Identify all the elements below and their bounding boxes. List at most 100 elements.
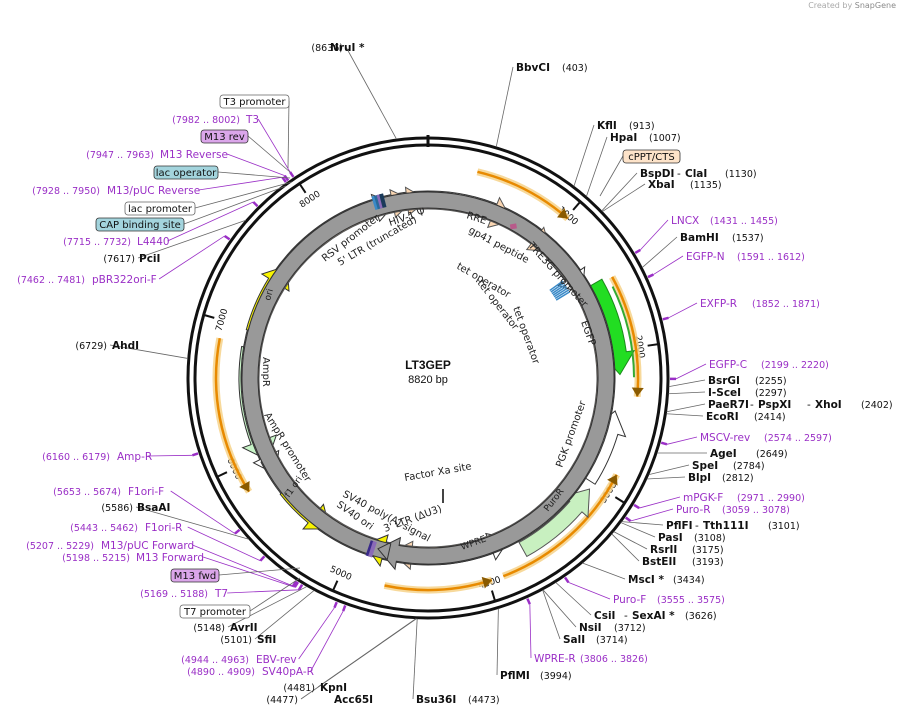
tick-label: 8000 (298, 189, 323, 210)
primer-position: (5198 .. 5215) (62, 553, 130, 564)
primer-site-mark (291, 580, 298, 587)
label-ori: ori (263, 288, 276, 302)
primer-name: EBV-rev (256, 654, 297, 666)
label-leader-line (602, 183, 646, 212)
primer-name: M13 Forward (136, 552, 204, 564)
primer-name: T3 (245, 114, 259, 126)
label-leader-line (555, 582, 592, 616)
enzyme-name: AhdI (112, 340, 139, 352)
orf-arc-2-head (631, 387, 644, 397)
enzyme-position: (2414) (754, 412, 786, 423)
enzyme-position: (2649) (756, 449, 788, 460)
primer-position: (1431 .. 1455) (710, 216, 778, 227)
feature-label-text: M13 fwd (174, 571, 216, 582)
label-leader-line (653, 255, 684, 275)
primer-name: L4440 (137, 236, 170, 248)
enzyme-name: BstEII (642, 556, 676, 568)
label-leader-line (137, 219, 246, 259)
tick-mark (216, 471, 228, 478)
label-ampr: AmpR (260, 357, 271, 387)
enzyme-name: NsiI (579, 622, 602, 634)
label-leader-line (227, 589, 300, 594)
label-leader-line (345, 46, 397, 140)
primer-name: F1ori-F (128, 486, 164, 498)
tet-operator-mark (553, 287, 568, 298)
primer-position: (6160 .. 6179) (42, 452, 110, 463)
primer-name: Amp-R (117, 451, 152, 463)
feature-label-box (200, 129, 249, 144)
enzyme-name: XbaI (648, 179, 675, 191)
plasmid-name: LT3GEP (405, 358, 451, 372)
label-leader-line (192, 544, 294, 587)
primer-position: (4944 .. 4963) (181, 655, 249, 666)
enzyme-position: (3994) (540, 671, 572, 682)
enzyme-name: BsaAI (137, 502, 170, 514)
enzyme-position: (913) (629, 121, 655, 132)
enzyme-name: AgeI (710, 448, 737, 460)
label-leader-line (666, 403, 706, 413)
enzyme-name: HpaI (610, 132, 637, 144)
label-leader-line (620, 522, 656, 538)
feature-label-box (153, 165, 219, 180)
label-leader-line (226, 153, 285, 176)
label-tet-operator-3: tet operator (510, 305, 541, 366)
enzyme-position: (8636) (311, 43, 343, 54)
tick-mark (298, 183, 307, 194)
label-leader-line (227, 586, 308, 628)
primer-site-mark (191, 452, 199, 457)
label-leader-line (198, 176, 283, 191)
label-leader-line (668, 391, 706, 395)
enzyme-name: PflFI (666, 520, 693, 532)
primer-site-mark (333, 601, 338, 609)
tick-label: 5000 (328, 565, 353, 584)
enzyme-position: (1007) (649, 133, 681, 144)
feature-label-text: T7 promoter (183, 607, 247, 618)
enzyme-position: (1135) (690, 180, 722, 191)
enzyme-name: Acc65I (334, 694, 373, 706)
orf-arc-5-head (239, 481, 250, 492)
label-leader-line (630, 508, 674, 522)
label-leader-line (109, 344, 188, 359)
tick-mark (490, 590, 497, 602)
primer-position: (7947 .. 7963) (86, 150, 154, 161)
label-leader-line (249, 577, 301, 612)
label-leader-line (542, 589, 561, 640)
enzyme-name: RsrII (650, 544, 677, 556)
primer-name: mPGK-F (683, 492, 723, 504)
enzyme-name: SfiI (257, 634, 276, 646)
plasmid-length: 8820 bp (408, 374, 448, 386)
primer-site-mark (660, 441, 668, 446)
enzyme-name: CsiI (594, 610, 615, 622)
primer-name: T7 (214, 588, 228, 600)
origin-feature-mark (373, 194, 382, 210)
primer-position: (5443 .. 5462) (70, 523, 138, 534)
enzyme-name: PspXI (758, 399, 791, 411)
feature-label-box (622, 149, 681, 164)
egfp-strand (611, 286, 635, 378)
primer-site-mark (634, 248, 641, 255)
feature-label-text: M13 rev (204, 132, 245, 143)
primer-site-mark (633, 503, 640, 510)
primer-site-mark (647, 273, 654, 279)
enzyme-position: (5101) (220, 635, 252, 646)
enzyme-position: (2255) (755, 376, 787, 387)
primer-site-mark (234, 528, 241, 535)
orf-arc-2 (611, 276, 640, 397)
enzyme-name: PciI (139, 253, 160, 265)
primer-position: (2199 .. 2220) (761, 360, 829, 371)
primer-position: (3806 .. 3826) (580, 654, 648, 665)
tick-label: 7000 (215, 307, 231, 332)
label-leader-line (495, 66, 514, 147)
enzyme-position: (5586) (101, 503, 133, 514)
label-leader-line (183, 185, 287, 225)
feature-label-box (170, 568, 220, 583)
tet-operator-mark (552, 285, 567, 296)
primer-name: LNCX (671, 215, 699, 227)
label-leader-line (646, 476, 686, 480)
enzyme-position: (3626) (685, 611, 717, 622)
label-leader-line (666, 413, 704, 417)
tet-operator-mark (549, 280, 564, 292)
enzyme-position: (7617) (103, 254, 135, 265)
enzyme-position: (1537) (732, 233, 764, 244)
